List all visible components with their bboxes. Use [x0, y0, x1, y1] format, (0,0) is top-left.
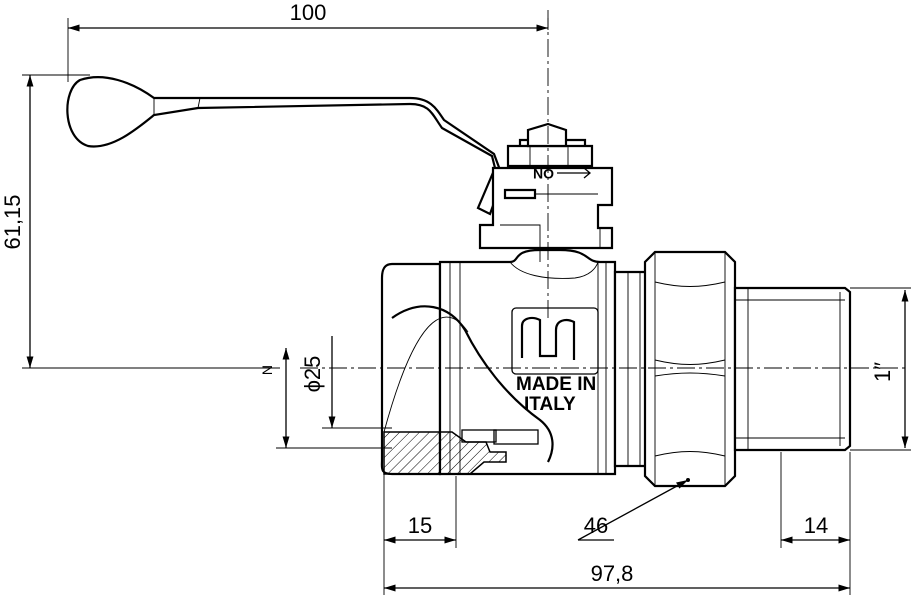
dim-right-thread: 14	[780, 452, 851, 595]
dim-97-label: 97,8	[591, 561, 634, 586]
dim-1inch-label: 1″	[870, 362, 895, 382]
dim-body-length: 97,8	[384, 561, 850, 592]
stop-plate: ON	[478, 166, 614, 250]
dim-15-label: 15	[408, 513, 432, 538]
dim-61-label: 61,15	[0, 194, 25, 249]
dim-height: 61,15	[0, 74, 280, 369]
valve-body	[380, 248, 852, 488]
dim-overall-width: 100	[67, 0, 549, 82]
dim-hex: 46	[577, 478, 690, 541]
dim-bore: N ϕ25	[259, 336, 392, 449]
brand-line2: ITALY	[524, 394, 576, 415]
handle-on-label: ON	[533, 166, 554, 182]
lever-handle	[66, 76, 502, 216]
brand-plate: MADE IN ITALY	[511, 307, 599, 415]
dim-thread: 1″	[850, 287, 911, 451]
dim-46-label: 46	[584, 513, 608, 538]
dim-100-label: 100	[290, 0, 327, 25]
brand-line1: MADE IN	[516, 374, 596, 395]
logo-icon	[520, 316, 576, 360]
arrow-icon	[557, 167, 592, 179]
dim-left-thread: 15	[383, 474, 457, 595]
axis-n-label: N	[259, 365, 275, 375]
dim-14-label: 14	[804, 513, 828, 538]
dim-phi25-label: ϕ25	[300, 356, 325, 393]
stem-nut	[506, 122, 594, 168]
